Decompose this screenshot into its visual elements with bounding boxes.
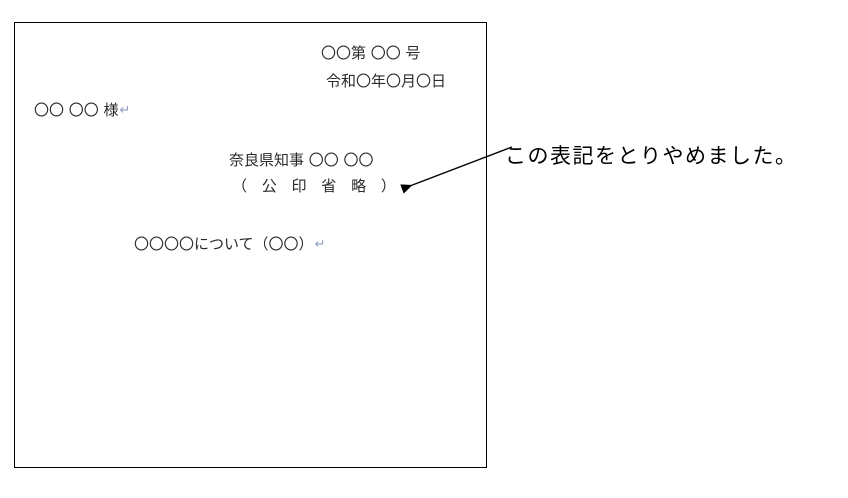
document-subject-line: 〇〇〇〇について（〇〇）↵ bbox=[134, 235, 325, 254]
paragraph-return-icon: ↵ bbox=[314, 237, 326, 252]
document-page: 〇〇第 〇〇 号 令和〇年〇月〇日 〇〇 〇〇 様↵ 奈良県知事 〇〇 〇〇 （… bbox=[14, 22, 487, 468]
document-date-line: 令和〇年〇月〇日 bbox=[326, 72, 447, 90]
document-issuer-line: 奈良県知事 〇〇 〇〇 bbox=[229, 151, 374, 169]
document-number-line: 〇〇第 〇〇 号 bbox=[321, 44, 421, 62]
addressee-text: 〇〇 〇〇 様 bbox=[34, 101, 119, 119]
annotation-label: この表記をとりやめました。 bbox=[505, 144, 798, 168]
document-addressee-line: 〇〇 〇〇 様↵ bbox=[34, 101, 130, 120]
paragraph-return-icon: ↵ bbox=[119, 103, 131, 118]
subject-text: 〇〇〇〇について（〇〇） bbox=[134, 235, 314, 253]
document-seal-omitted-line: （ 公 印 省 略 ） bbox=[232, 177, 401, 195]
